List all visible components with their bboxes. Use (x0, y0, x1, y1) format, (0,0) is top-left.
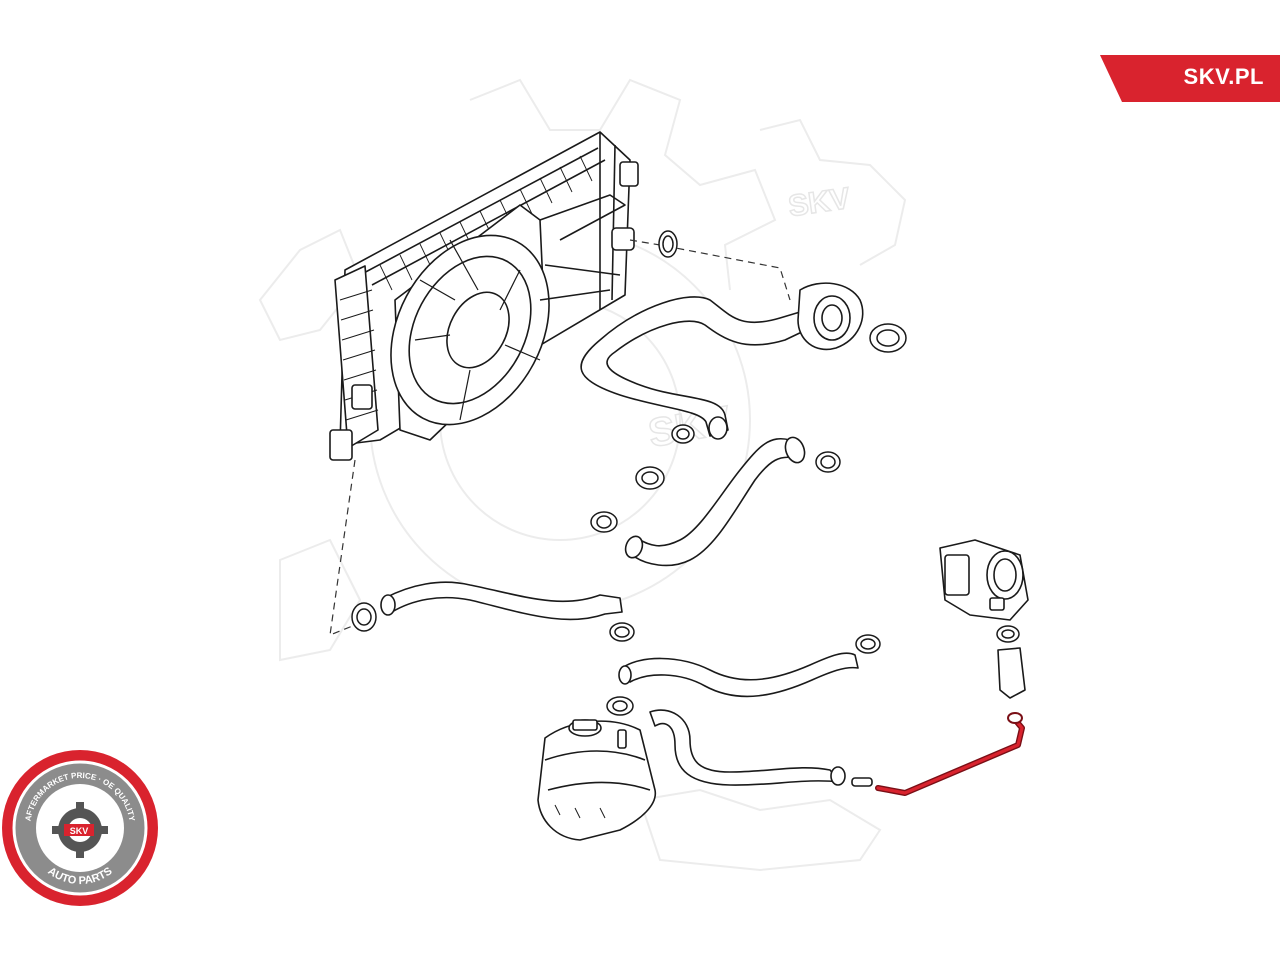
hose-clamps (351, 230, 1020, 716)
brand-site-label: SKV.PL (1183, 64, 1264, 89)
clamp-1 (658, 230, 678, 258)
throttle-body (939, 539, 1029, 621)
clamp-9 (855, 634, 881, 654)
clamp-2 (869, 323, 907, 353)
upper-radiator-hose (580, 282, 864, 440)
radiator-fan-assembly (329, 131, 639, 461)
clamp-8 (609, 622, 635, 642)
clamp-6 (590, 511, 618, 533)
clamp-11 (996, 625, 1020, 643)
bypass-hose (380, 581, 623, 621)
throttle-coolant-hose (997, 647, 1026, 699)
fan-hub (446, 291, 510, 369)
connector-dashes (329, 239, 791, 636)
tank-outlet-hose (649, 709, 873, 787)
skv-seal-logo: AFTERMARKET PRICE · OE QUALITY AUTO PART… (2, 750, 158, 906)
brand-tab (1100, 55, 1280, 102)
clamp-10 (606, 696, 634, 716)
expansion-tank (537, 719, 656, 841)
watermark-text-1: SKV (786, 182, 852, 223)
clamp-3 (671, 424, 695, 444)
highlighted-coolant-pipe (875, 712, 1025, 796)
clamp-4 (815, 451, 841, 473)
clamp-7 (351, 602, 377, 632)
clamp-5 (635, 466, 665, 490)
lower-radiator-hose (624, 436, 806, 567)
heater-hose (618, 652, 859, 698)
seal-center-text: SKV (70, 826, 89, 836)
